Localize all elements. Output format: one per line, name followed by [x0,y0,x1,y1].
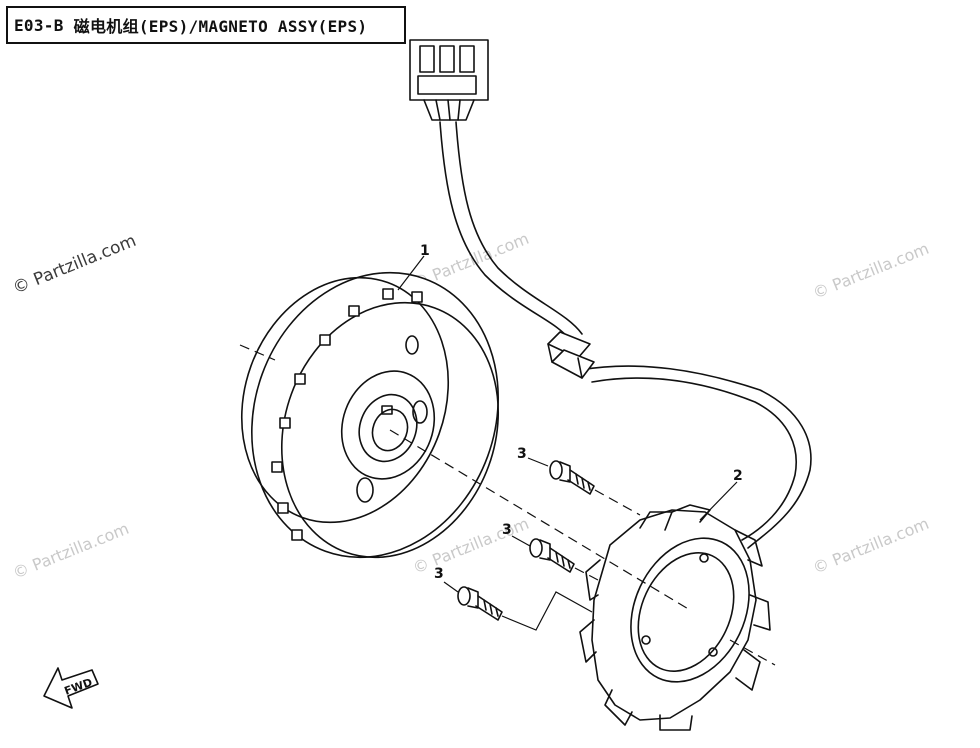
callout-2: 2 [733,468,743,484]
diagram-title-box: E03-B 磁电机组(EPS)/MAGNETO ASSY(EPS) [6,6,406,44]
leader-line-3b [511,535,531,547]
leader-line-3c [443,581,459,593]
wire-harness [439,121,812,549]
assembly-axis-line [389,429,691,611]
callout-3-top: 3 [517,446,527,462]
callout-3-bottom: 3 [434,566,444,582]
axis-line-left [239,344,276,361]
bolt-top [549,460,595,495]
leader-line-2 [699,481,738,521]
wire-connector [409,39,489,121]
bolt-top-axis-line [594,489,641,516]
callout-1: 1 [420,243,430,259]
stator [579,504,771,731]
axis-line-right [729,639,776,666]
wire-grommet [547,331,595,379]
bolt-middle [529,538,575,573]
callout-3-middle: 3 [502,522,512,538]
bolt-middle-axis-line [574,567,599,581]
bolt-bottom [457,586,503,621]
diagram-title: 磁电机组(EPS)/MAGNETO ASSY(EPS) [73,17,368,36]
forward-direction-arrow: FWD [43,667,99,709]
leader-line-1 [397,255,425,291]
bolt-bottom-guide-line [501,591,593,631]
flywheel-rotor [240,271,500,559]
leader-line-3a [527,457,549,467]
diagram-code: E03-B [14,15,64,35]
